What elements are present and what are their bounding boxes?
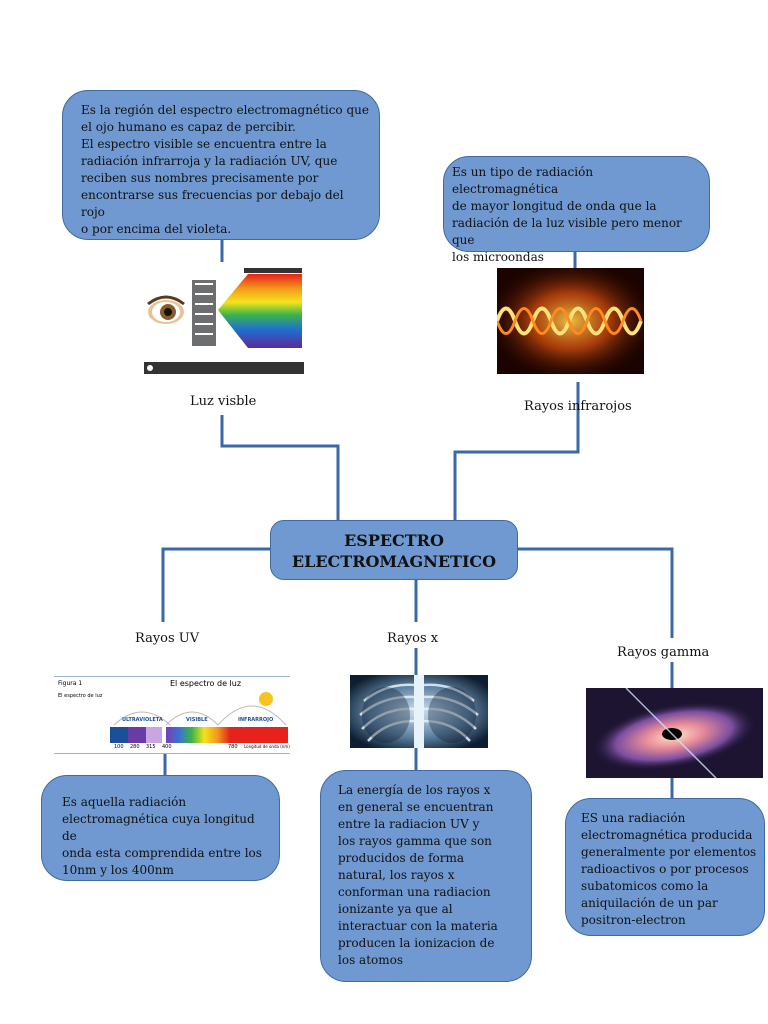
- band-infrarrojo: INFRARROJO: [238, 717, 274, 723]
- luz-visible-label: Luz visble: [190, 394, 257, 409]
- tick-400: 400: [162, 744, 172, 750]
- band-ultravioleta: ULTRAVIOLETA: [122, 717, 163, 723]
- infrarrojos-description-box: Es un tipo de radiación electromagnética…: [443, 156, 710, 264]
- axis-label: Longitud de onda (nm): [244, 744, 290, 749]
- rayos-x-description: La energía de los rayos x en general se …: [338, 783, 498, 967]
- infrarrojos-label: Rayos infrarojos: [524, 399, 632, 414]
- center-node-title-line1: ESPECTRO: [344, 531, 444, 550]
- rayos-x-description-box: La energía de los rayos x en general se …: [320, 770, 532, 982]
- figure-title: El espectro de luz: [170, 679, 242, 688]
- uv-description-box: Es aquella radiación electromagnética cu…: [41, 775, 280, 881]
- luz-visible-description-box: Es la región del espectro electromagnéti…: [62, 90, 380, 240]
- light-spectrum-figure-image: Figura 1 El espectro de luz El espectro …: [54, 676, 290, 754]
- rayos-x-label: Rayos x: [387, 631, 439, 646]
- rayos-uv-label: Rayos UV: [135, 631, 200, 646]
- figure-label: Figura 1: [58, 680, 83, 687]
- rayos-gamma-label: Rayos gamma: [617, 645, 710, 660]
- gamma-description: ES una radiación electromagnética produc…: [581, 811, 757, 927]
- center-node-title-line2: ELECTROMAGNETICO: [291, 552, 497, 571]
- tick-780: 780: [228, 744, 238, 750]
- infrared-wave-image: [497, 268, 644, 374]
- black-hole-gamma-image: [586, 688, 763, 778]
- eye-spectrum-image: [144, 262, 304, 376]
- uv-description: Es aquella radiación electromagnética cu…: [62, 795, 262, 877]
- tick-280: 280: [130, 744, 140, 750]
- band-visible: VISIBLE: [186, 717, 208, 723]
- tick-315: 315: [146, 744, 156, 750]
- figure-subtitle: El espectro de luz: [58, 693, 103, 699]
- tick-100: 100: [114, 744, 124, 750]
- gamma-description-box: ES una radiación electromagnética produc…: [565, 798, 765, 936]
- infrarrojos-description: Es un tipo de radiación electromagnética…: [452, 165, 682, 264]
- center-node: ESPECTRO ELECTROMAGNETICO: [270, 520, 518, 580]
- chest-xray-image: [350, 675, 488, 748]
- luz-visible-description: Es la región del espectro electromagnéti…: [81, 103, 369, 236]
